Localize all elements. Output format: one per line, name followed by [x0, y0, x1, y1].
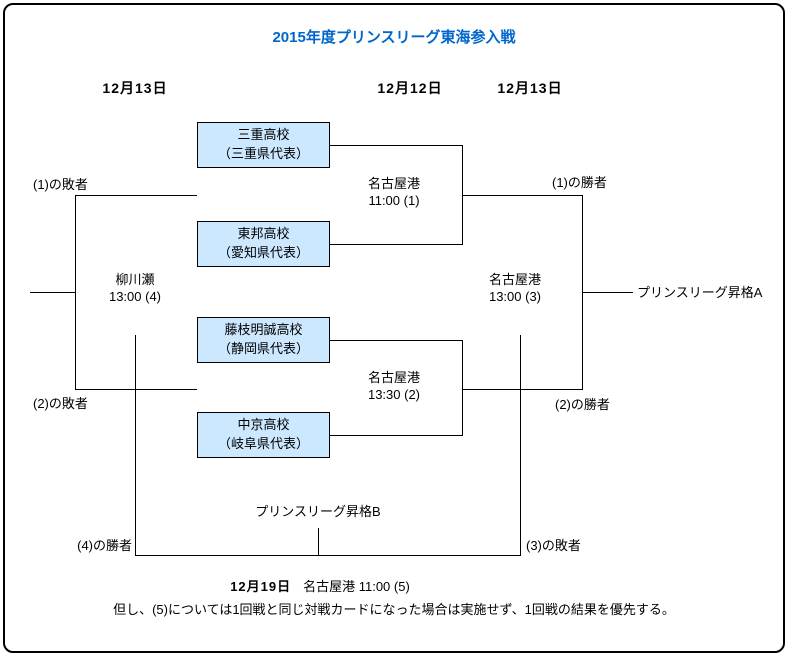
bracket-line-winner4-drop	[135, 335, 136, 555]
bracket-line-m4-join	[75, 195, 76, 390]
date-header-right: 12月13日	[497, 80, 563, 96]
match4-label: 柳川瀬 13:00 (4)	[65, 272, 205, 306]
bracket-line-m2-top	[330, 340, 462, 341]
team-box-fujieda-meisei: 藤枝明誠高校 （静岡県代表）	[197, 317, 330, 363]
match5-label: 12月19日名古屋港 11:00 (5)	[100, 576, 540, 595]
team-prefecture: （三重県代表）	[217, 146, 309, 161]
date-header-left: 12月13日	[102, 80, 168, 96]
match3-venue: 名古屋港	[488, 272, 541, 287]
bracket-line-m1-bottom	[330, 244, 462, 245]
bracket-line-m2-bottom	[330, 435, 462, 436]
match4-venue: 柳川瀬	[115, 272, 155, 287]
bracket-line-loser3-drop	[520, 335, 521, 555]
winner1-label: (1)の勝者	[552, 175, 607, 190]
team-name: 東邦高校	[237, 226, 290, 242]
match5-date: 12月19日	[230, 579, 292, 594]
team-name: 藤枝明誠高校	[224, 322, 303, 338]
loser3-label: (3)の敗者	[526, 538, 581, 553]
team-box-mie: 三重高校 （三重県代表）	[197, 122, 330, 168]
bracket-line-m4-top	[75, 195, 197, 196]
match2-label: 名古屋港 13:30 (2)	[324, 370, 464, 404]
promotion-b-label: プリンスリーグ昇格B	[255, 504, 381, 519]
match2-venue: 名古屋港	[367, 370, 420, 385]
loser1-label: (1)の敗者	[33, 177, 88, 192]
match1-venue: 名古屋港	[367, 176, 420, 191]
team-name: 中京高校	[237, 417, 290, 433]
bracket-line-m4-winner	[30, 292, 75, 293]
team-prefecture: （岐阜県代表）	[217, 436, 309, 451]
promotion-a-label: プリンスリーグ昇格A	[637, 285, 763, 300]
match2-time: 13:30 (2)	[367, 386, 421, 402]
bracket-line-promotion-b-stub	[318, 528, 319, 555]
team-name: 三重高校	[237, 127, 290, 143]
date-header-middle: 12月12日	[377, 80, 443, 96]
team-prefecture: （静岡県代表）	[217, 341, 309, 356]
footnote: 但し、(5)については1回戦と同じ対戦カードになった場合は実施せず、1回戦の結果…	[113, 602, 675, 617]
bracket-line-promotion-a	[582, 292, 633, 293]
bracket-line-m1-winner	[462, 195, 582, 196]
match3-time: 13:00 (3)	[488, 288, 542, 304]
page-title: 2015年度プリンスリーグ東海参入戦	[272, 29, 516, 46]
team-box-toho: 東邦高校 （愛知県代表）	[197, 221, 330, 267]
match5-details: 名古屋港 11:00 (5)	[303, 579, 410, 594]
bracket-line-m4-bottom	[75, 389, 197, 390]
bracket-line-m1-top	[330, 145, 462, 146]
team-box-chukyo: 中京高校 （岐阜県代表）	[197, 412, 330, 458]
winner2-label: (2)の勝者	[555, 397, 610, 412]
winner4-label: (4)の勝者	[77, 538, 132, 553]
match3-label: 名古屋港 13:00 (3)	[445, 272, 585, 306]
bracket-line-m2-join	[462, 340, 463, 436]
loser2-label: (2)の敗者	[33, 396, 88, 411]
match4-time: 13:00 (4)	[108, 288, 162, 304]
bracket-line-m5-join	[135, 555, 521, 556]
match1-time: 11:00 (1)	[368, 192, 420, 208]
match1-label: 名古屋港 11:00 (1)	[324, 176, 464, 210]
bracket-line-m2-winner	[462, 389, 582, 390]
team-prefecture: （愛知県代表）	[217, 245, 309, 260]
